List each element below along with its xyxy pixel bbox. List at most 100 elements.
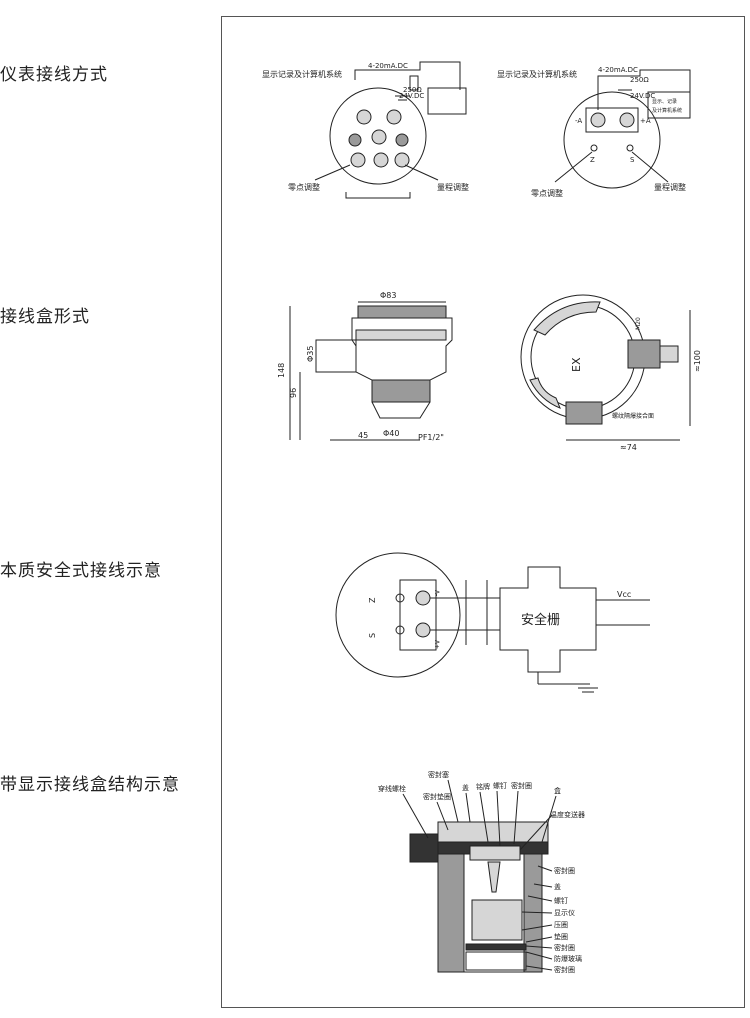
box-form-right: EX M20 ≈100 ≈74 螺纹隔爆接合面 <box>520 294 702 452</box>
struct-transmitter <box>469 845 521 861</box>
is-terminal-block <box>399 579 437 651</box>
is-pot-s <box>395 625 405 635</box>
is-s-label: S <box>368 633 377 638</box>
drawing-frame <box>221 16 745 1008</box>
struct-leader-r1 <box>533 883 553 888</box>
wiring-left-system-label: 显示记录及计算机系统 <box>262 69 342 79</box>
ex-note: 螺纹隔爆接合面 <box>612 412 654 420</box>
wiring-right-signal-label: 4-20mA.DC <box>598 66 638 74</box>
wiring-right-s-label: S <box>630 156 635 164</box>
terminal-left-7 <box>373 152 389 168</box>
terminal-left-6 <box>350 152 366 168</box>
struct-label-r1: 盖 <box>554 882 561 891</box>
struct-leader-r4 <box>521 924 553 931</box>
struct-post <box>487 861 501 893</box>
wiring-left-housing <box>329 87 427 185</box>
wiring-right-power-label: 24V.DC <box>630 92 655 100</box>
struct-leader-r2 <box>527 895 553 902</box>
struct-leader-3 <box>465 792 471 823</box>
struct-leader-r0 <box>537 865 553 872</box>
struct-lid <box>437 821 549 843</box>
wiring-right-housing <box>563 91 661 189</box>
dim-h100: ≈100 <box>693 350 702 372</box>
struct-leader-r3 <box>521 911 553 914</box>
struct-label-r7: 防爆玻璃 <box>554 954 582 963</box>
struct-label-r8: 密封圈 <box>554 965 575 974</box>
struct-label-8: 温度变送器 <box>550 810 585 819</box>
wiring-left-span-label: 量程调整 <box>437 182 469 192</box>
terminal-left-8 <box>394 152 410 168</box>
terminal-left-5 <box>395 133 409 147</box>
is-terminal-plus <box>415 622 431 638</box>
wiring-left-bracket <box>345 192 411 199</box>
zero-leader-right <box>554 151 593 183</box>
struct-leader-r6 <box>525 945 553 949</box>
is-minus-label: A- <box>433 590 440 596</box>
wiring-diagram-right: 显示记录及计算机系统 4-20mA.DC 250Ω 24V.DC 显示、记录 及… <box>497 66 691 198</box>
is-barrier-box <box>499 566 597 673</box>
struct-label-1: 密封塞 <box>428 770 449 779</box>
struct-leader-r8 <box>525 965 553 971</box>
wiring-right-box-label-2: 及计算机系统 <box>652 107 682 114</box>
is-terminal-minus <box>415 590 431 606</box>
wiring-right-system-box <box>647 91 691 119</box>
dim-d83: Φ83 <box>380 291 396 300</box>
struct-leader-r5 <box>525 936 553 943</box>
is-housing <box>335 552 461 678</box>
dim-d35: Φ35 <box>306 346 315 362</box>
struct-display <box>471 899 523 941</box>
dim-w74: ≈74 <box>620 443 637 452</box>
wiring-right-plus-label: +A <box>640 117 651 125</box>
struct-label-6: 密封圈 <box>511 781 532 790</box>
is-z-label: Z <box>368 597 377 603</box>
struct-label-4: 铭牌 <box>476 782 490 791</box>
dim-h96: 96 <box>289 388 298 398</box>
wiring-right-line <box>597 69 691 110</box>
terminal-left-1 <box>356 109 372 125</box>
ex-cable-nut <box>659 345 679 363</box>
wiring-left-zero-label: 零点调整 <box>288 182 320 192</box>
wiring-right-box-label-1: 显示、记录 <box>652 98 677 105</box>
struct-label-r0: 密封圈 <box>554 866 575 875</box>
is-barrier-label: 安全栅 <box>521 612 560 628</box>
terminal-right-plus <box>619 112 635 128</box>
dim-pf: PF1/2" <box>418 433 444 442</box>
terminal-right-minus <box>590 112 606 128</box>
zero-leader-left <box>314 164 351 181</box>
ex-housing-rib-top <box>533 301 601 336</box>
struct-label-0: 穿线螺栓 <box>378 784 406 793</box>
struct-label-r6: 密封圈 <box>554 943 575 952</box>
section-title-intrinsic-safe: 本质安全式接线示意 <box>0 561 162 581</box>
struct-label-2: 密封垫圈 <box>423 792 451 801</box>
terminal-left-4 <box>348 133 362 147</box>
cable-entry <box>315 339 357 373</box>
struct-label-5: 螺钉 <box>493 781 507 790</box>
struct-glass <box>465 943 527 951</box>
section-title-box-form: 接线盒形式 <box>0 307 90 327</box>
span-leader-left <box>404 164 439 181</box>
struct-left-wall <box>437 853 465 973</box>
is-pot-z <box>395 593 405 603</box>
ex-cable-gland <box>627 339 661 369</box>
terminal-left-3 <box>371 129 387 145</box>
section-title-wiring-method: 仪表接线方式 <box>0 65 108 85</box>
wiring-right-resistor-label: 250Ω <box>630 76 649 84</box>
struct-leader-4 <box>479 791 489 843</box>
box-lid-band <box>357 305 447 319</box>
wiring-right-span-label: 量程调整 <box>654 182 686 192</box>
struct-base <box>465 951 527 971</box>
struct-leader-5 <box>496 790 501 847</box>
struct-label-r4: 压圈 <box>554 921 568 929</box>
is-plus-label: A+ <box>433 640 440 649</box>
is-vcc-label: Vcc <box>617 590 631 599</box>
box-band <box>355 329 447 341</box>
struct-leader-2 <box>436 801 449 831</box>
box-neck <box>371 379 431 403</box>
struct-label-r2: 螺钉 <box>554 896 568 905</box>
struct-leader-0 <box>402 793 429 839</box>
wiring-left-resistor-label: 250Ω <box>403 86 422 94</box>
wiring-right-z-label: Z <box>590 156 595 164</box>
box-form-left: Φ83 148 96 Φ35 45 Φ40 PF1/2" <box>277 291 453 442</box>
struct-leader-1 <box>447 779 459 823</box>
